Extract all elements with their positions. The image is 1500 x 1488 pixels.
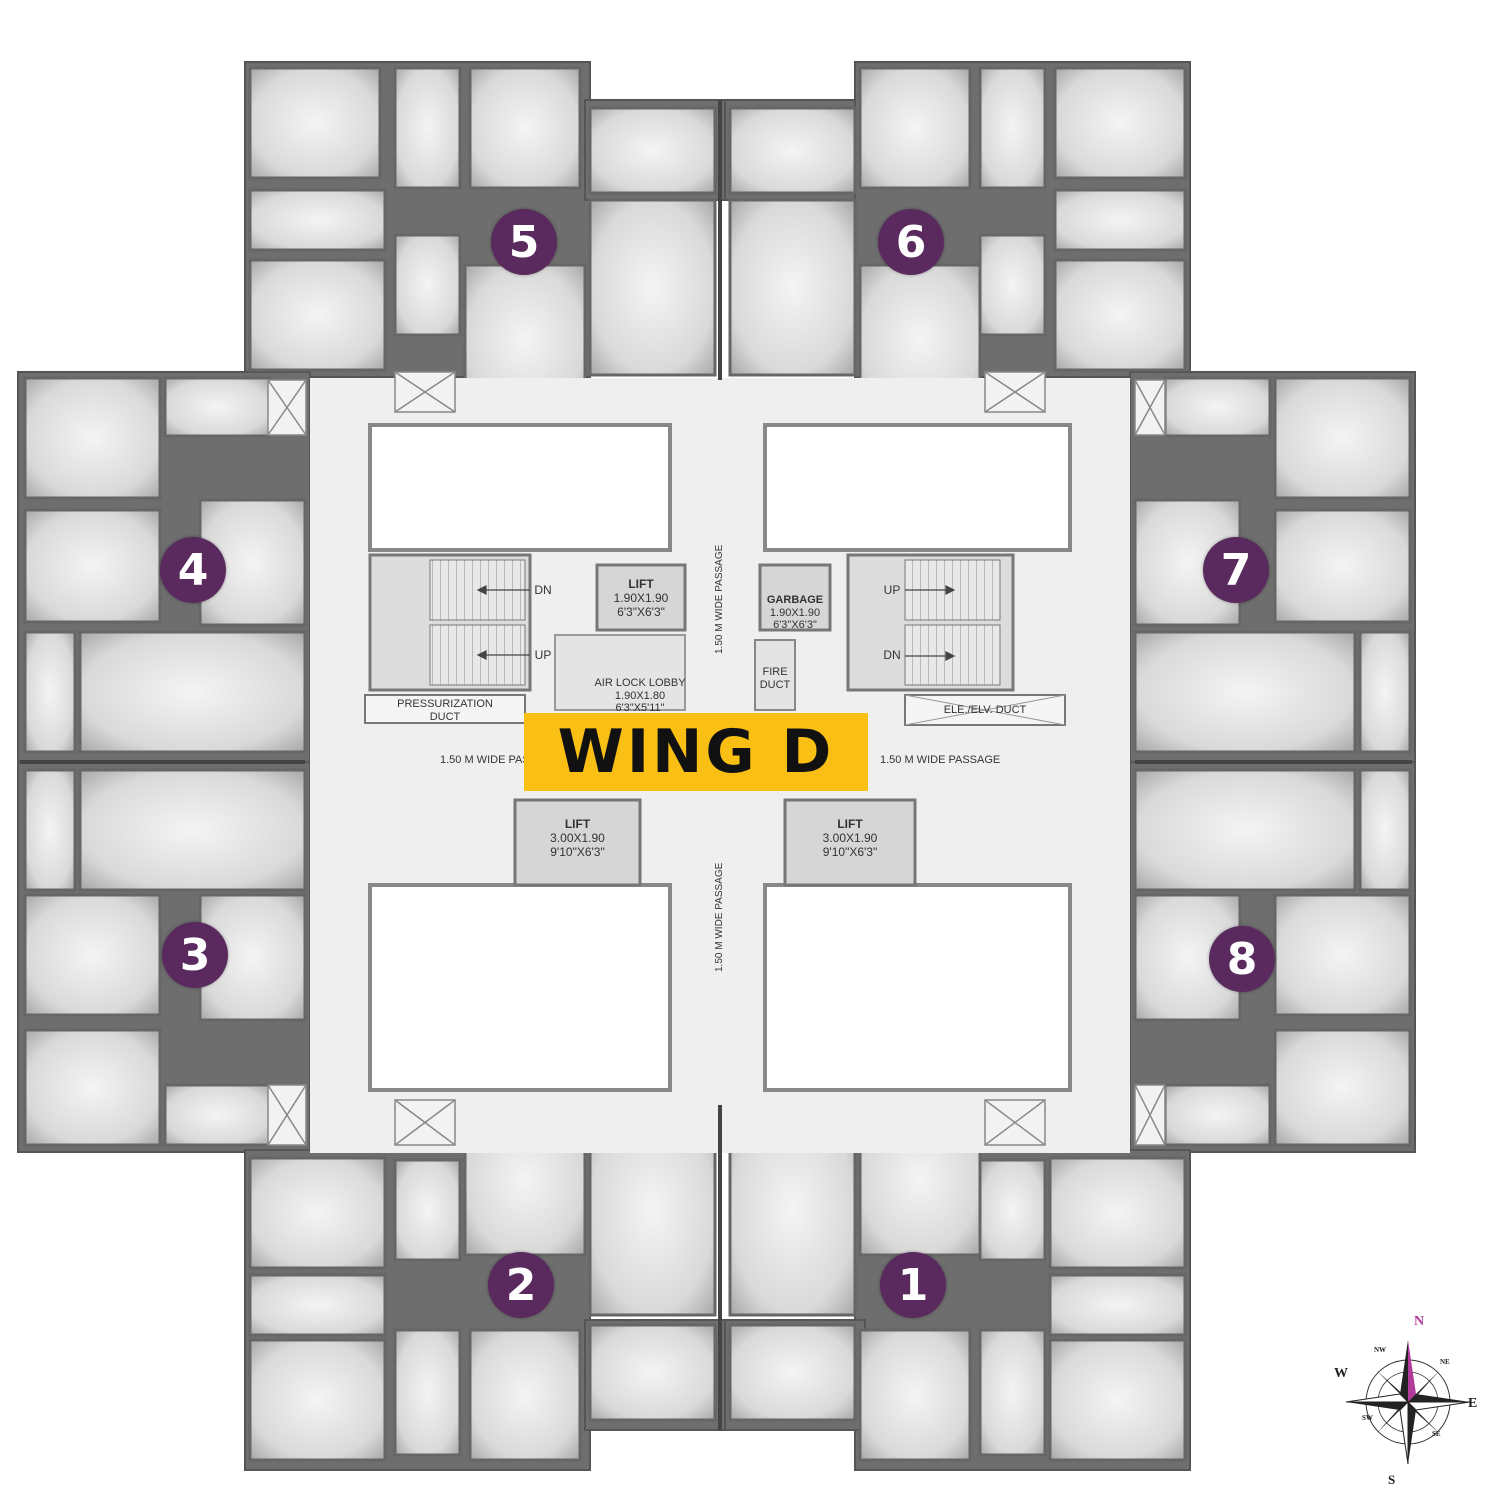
lift-left-name: LIFT [564, 817, 591, 831]
fire-duct-label: FIRE DUCT [755, 666, 795, 691]
fire-duct-line2: DUCT [759, 678, 791, 691]
passage-right-label: 1.50 M WIDE PASSAGE [880, 754, 1001, 766]
lift-left-size-m: 3.00X1.90 [550, 830, 605, 845]
fire-duct-line1: FIRE [762, 666, 788, 678]
stair-left-top: DN [534, 583, 552, 597]
air-lock-size-ft: 6'3"X5'11" [615, 702, 665, 715]
lift-small-size-m: 1.90X1.90 [613, 590, 669, 605]
passage-bottom-label: 1.50 M WIDE PASSAGE [714, 862, 725, 972]
lift-right-name: LIFT [837, 817, 863, 831]
party-walls [20, 100, 1412, 1430]
lift-small-label: LIFT 1.90X1.90 6'3"X6'3" [597, 577, 685, 619]
lift-small-size-ft: 6'3"X6'3" [617, 604, 665, 619]
stair-left-bottom: UP [534, 648, 552, 662]
air-lock-size-m: 1.90X1.80 [614, 689, 666, 702]
compass-se: SE [1432, 1430, 1441, 1438]
unit-badge-7[interactable]: 7 [1203, 537, 1269, 603]
unit-badge-6[interactable]: 6 [878, 209, 944, 275]
unit-badge-1[interactable]: 1 [880, 1252, 946, 1318]
ele-duct-label: ELE./ELV. DUCT [943, 704, 1027, 716]
compass-nw: NW [1374, 1346, 1387, 1354]
stair-right-top: UP [883, 583, 901, 597]
pressurization-line2: DUCT [429, 710, 461, 723]
garbage-label: GARBAGE 1.90X1.90 6'3"X6'3" [760, 594, 830, 632]
pressurization-line1: PRESSURIZATION [397, 698, 493, 710]
stair-right-bottom: DN [883, 648, 901, 662]
unit-badge-8[interactable]: 8 [1209, 926, 1275, 992]
compass-sw: SW [1362, 1414, 1373, 1422]
lift-left-size-ft: 9'10"X6'3" [550, 844, 605, 859]
compass-rose [1345, 1340, 1471, 1465]
lift-right-label: LIFT 3.00X1.90 9'10"X6'3" [785, 817, 915, 859]
compass-w: W [1334, 1366, 1348, 1381]
lift-small-name: LIFT [628, 577, 654, 591]
air-lock-name: AIR LOCK LOBBY [594, 677, 686, 689]
compass-n: N [1414, 1314, 1425, 1329]
lift-right-size-ft: 9'10"X6'3" [822, 844, 878, 859]
lift-right-size-m: 3.00X1.90 [822, 830, 878, 845]
unit-badge-5[interactable]: 5 [491, 209, 557, 275]
air-lock-label: AIR LOCK LOBBY 1.90X1.80 6'3"X5'11" [590, 677, 690, 715]
unit-badge-2[interactable]: 2 [488, 1252, 554, 1318]
passage-top-label: 1.50 M WIDE PASSAGE [714, 544, 725, 654]
pressurization-duct-label: PRESSURIZATION DUCT [365, 698, 525, 723]
unit-badge-3[interactable]: 3 [162, 922, 228, 988]
lift-left-label: LIFT 3.00X1.90 9'10"X6'3" [515, 817, 640, 859]
compass-s: S [1388, 1472, 1396, 1487]
garbage-size-m: 1.90X1.90 [769, 606, 821, 619]
unit-badge-4[interactable]: 4 [160, 537, 226, 603]
wing-title: WING D [524, 713, 868, 791]
compass-e: E [1468, 1396, 1478, 1411]
garbage-name: GARBAGE [766, 594, 824, 606]
compass-ne: NE [1440, 1358, 1450, 1366]
garbage-size-ft: 6'3"X6'3" [773, 619, 817, 632]
